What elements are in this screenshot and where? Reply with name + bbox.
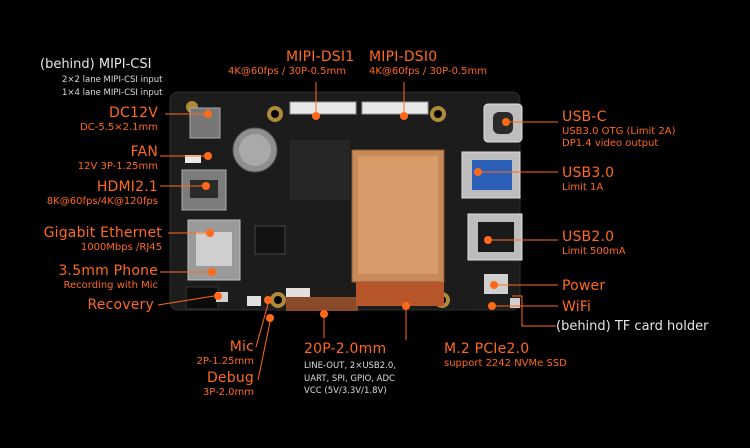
- leader-line: [512, 295, 556, 327]
- callout-dot: [402, 302, 410, 310]
- hdmi-title: HDMI2.1: [96, 179, 158, 195]
- label-recovery: Recovery: [87, 298, 154, 312]
- label-usb3: USB3.0 Limit 1A: [562, 166, 614, 193]
- mipi-dsi1-title: MIPI-DSI1: [286, 49, 355, 65]
- mipi-csi-line2: 1×4 lane MIPI-CSI input: [62, 87, 163, 98]
- label-mipi-dsi0: MIPI-DSI0 4K@60fps / 30P-0.5mm: [369, 50, 487, 77]
- gpio-line3: VCC (5V/3.3V/1.8V): [304, 386, 387, 397]
- label-mipi-dsi1: MIPI-DSI1 4K@60fps / 30P-0.5mm: [228, 50, 354, 77]
- label-mic: Mic 2P-1.25mm: [196, 340, 254, 367]
- gpio-title: 20P-2.0mm: [304, 341, 387, 357]
- gpio-line1: LINE-OUT, 2×USB2.0,: [304, 361, 396, 371]
- callout-dot: [264, 296, 272, 304]
- ethernet-transformer: [254, 225, 286, 255]
- callout-dot: [474, 168, 482, 176]
- callout-dot: [206, 229, 214, 237]
- callout-dot: [214, 292, 222, 300]
- dc12v-title: DC12V: [109, 105, 158, 121]
- dc12v-sub: DC-5.5×2.1mm: [80, 122, 158, 133]
- m2-title: M.2 PCIe2.0: [444, 341, 530, 357]
- label-mipi-csi: (behind) MIPI-CSI 2×2 lane MIPI-CSI inpu…: [40, 58, 162, 98]
- label-dc12v: DC12V DC-5.5×2.1mm: [80, 106, 158, 133]
- fan-title: FAN: [130, 144, 158, 160]
- callout-dot: [488, 302, 496, 310]
- callout-dot: [204, 152, 212, 160]
- debug-sub: 3P-2.0mm: [202, 387, 254, 398]
- mipi-csi-line1: 2×2 lane MIPI-CSI input: [62, 75, 163, 85]
- ethernet-title: Gigabit Ethernet: [43, 225, 162, 241]
- wifi-title: WiFi: [562, 299, 592, 315]
- debug-connector: [286, 288, 310, 298]
- label-tf: (behind) TF card holder: [556, 320, 708, 333]
- usb2-title: USB2.0: [562, 229, 615, 245]
- label-usbc: USB-C USB3.0 OTG (Limit 2A) DP1.4 video …: [562, 110, 676, 149]
- m2-slot: [356, 282, 444, 306]
- callout-dot: [266, 314, 274, 322]
- label-power: Power: [562, 279, 605, 293]
- callout-dot: [400, 112, 408, 120]
- power-title: Power: [562, 278, 606, 294]
- callout-dot: [502, 118, 510, 126]
- recovery-button: [216, 292, 228, 302]
- callout-dot: [490, 281, 498, 289]
- callout-dot: [312, 112, 320, 120]
- leader-line: [257, 321, 271, 381]
- wifi-antenna: [510, 298, 520, 308]
- mic-title: Mic: [229, 339, 254, 355]
- debug-title: Debug: [206, 370, 254, 386]
- fan-sub: 12V 3P-1.25mm: [77, 161, 158, 172]
- phone-sub: Recording with Mic: [63, 280, 159, 291]
- label-ethernet: Gigabit Ethernet 1000Mbps /RJ45: [44, 226, 162, 253]
- usbc-title: USB-C: [562, 109, 607, 125]
- label-hdmi: HDMI2.1 8K@60fps/4K@120fps: [47, 180, 158, 207]
- mipi-dsi1-sub: 4K@60fps / 30P-0.5mm: [228, 66, 346, 77]
- mic-connector: [247, 296, 261, 306]
- gpio-line2: UART, SPI, GPIO, ADC: [304, 373, 395, 384]
- label-usb2: USB2.0 Limit 500mA: [562, 230, 626, 257]
- callout-dot: [202, 182, 210, 190]
- label-debug: Debug 3P-2.0mm: [203, 371, 254, 398]
- mic-sub: 2P-1.25mm: [196, 356, 254, 367]
- usb2-sub: Limit 500mA: [562, 246, 626, 257]
- m2-sub: support 2242 NVMe SSD: [444, 358, 567, 369]
- mipi-dsi0-connector: [361, 101, 429, 115]
- callout-dot: [208, 268, 216, 276]
- phone-title: 3.5mm Phone: [58, 263, 158, 279]
- usb3-sub: Limit 1A: [562, 182, 604, 193]
- usb3-title: USB3.0: [562, 165, 615, 181]
- fan-connector: [185, 155, 201, 163]
- mipi-dsi0-sub: 4K@60fps / 30P-0.5mm: [369, 66, 487, 77]
- recovery-title: Recovery: [87, 297, 154, 313]
- label-m2: M.2 PCIe2.0 support 2242 NVMe SSD: [444, 342, 567, 369]
- usbc-line2: DP1.4 video output: [562, 138, 659, 149]
- hdmi-sub: 8K@60fps/4K@120fps: [46, 196, 158, 207]
- usbc-line1: USB3.0 OTG (Limit 2A): [562, 126, 676, 137]
- leader-line: [157, 295, 215, 306]
- callout-dot: [320, 310, 328, 318]
- callout-dot: [484, 236, 492, 244]
- ethernet-sub: 1000Mbps /RJ45: [80, 242, 162, 253]
- label-phone: 3.5mm Phone Recording with Mic: [58, 264, 158, 291]
- mipi-dsi0-title: MIPI-DSI0: [369, 49, 438, 65]
- soc-area: [290, 140, 350, 200]
- label-fan: FAN 12V 3P-1.25mm: [78, 145, 158, 172]
- label-wifi: WiFi: [562, 300, 591, 314]
- leader-line: [255, 303, 269, 348]
- label-gpio: 20P-2.0mm LINE-OUT, 2×USB2.0, UART, SPI,…: [304, 342, 396, 397]
- gpio-header: [286, 297, 358, 311]
- mipi-csi-title: (behind) MIPI-CSI: [40, 57, 152, 72]
- callout-dot: [204, 110, 212, 118]
- mipi-dsi1-connector: [289, 101, 357, 115]
- tf-title: (behind) TF card holder: [556, 319, 709, 334]
